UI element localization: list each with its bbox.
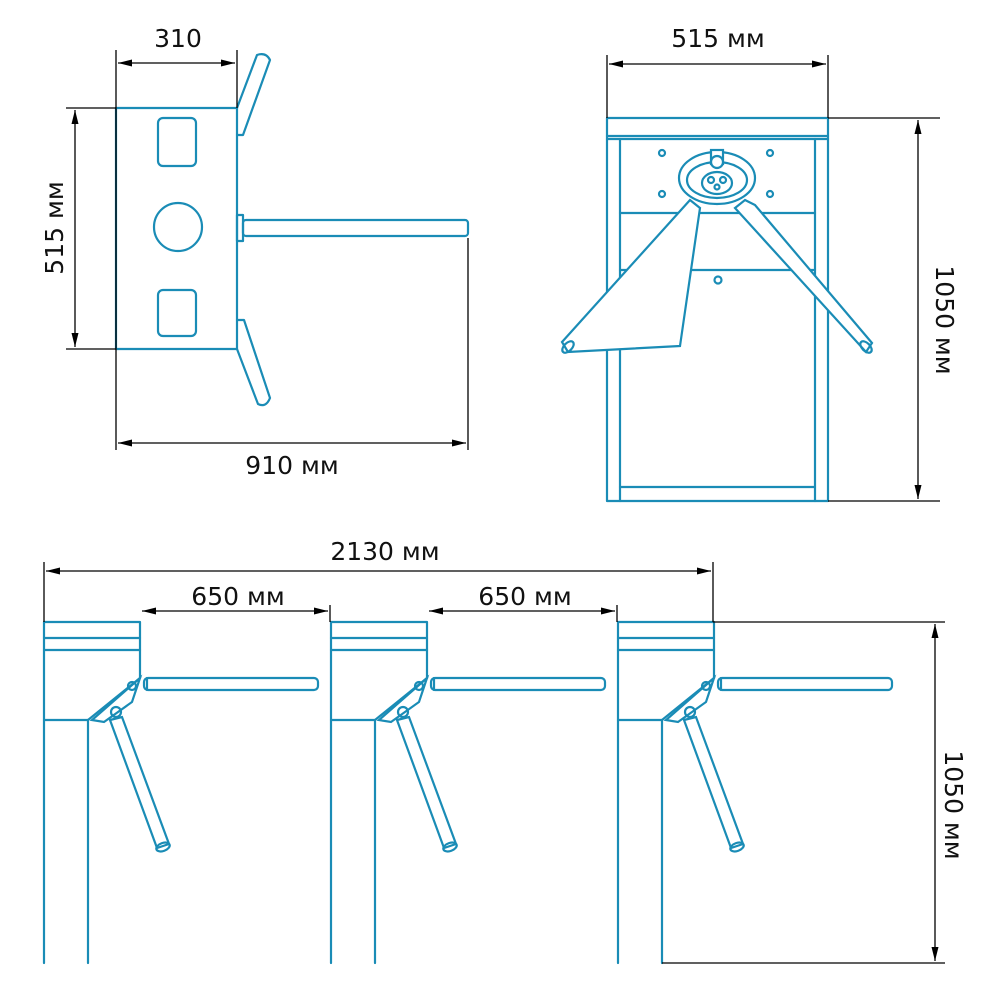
turnstile-unit-1 — [42, 620, 320, 965]
window-top — [156, 116, 198, 168]
arm-lower — [235, 318, 272, 407]
front-view: 515 мм 1050 мм — [560, 24, 959, 503]
arm-horizontal — [241, 218, 470, 238]
depth-label: 515 мм — [40, 181, 69, 274]
turnstile-unit-2 — [329, 620, 607, 965]
front-height-label: 1050 мм — [930, 265, 959, 374]
side-row: 2130 мм 650 мм 650 мм 1050 мм — [42, 537, 968, 965]
width-label: 310 — [154, 24, 202, 53]
arm-right — [733, 198, 874, 354]
arm-left — [560, 198, 702, 354]
arm-upper — [235, 53, 272, 137]
turnstile-unit-3 — [616, 620, 894, 965]
hub-circle — [152, 201, 204, 253]
gap-1-label: 650 мм — [191, 582, 284, 611]
total-length-label: 2130 мм — [330, 537, 439, 566]
window-bottom — [156, 288, 198, 338]
cabinet-top — [114, 106, 239, 351]
front-width-label: 515 мм — [671, 24, 764, 53]
gap-2-label: 650 мм — [478, 582, 571, 611]
side-height-label: 1050 мм — [939, 750, 968, 859]
top-view: 310 515 мм 910 мм — [40, 24, 470, 480]
length-label: 910 мм — [245, 451, 338, 480]
